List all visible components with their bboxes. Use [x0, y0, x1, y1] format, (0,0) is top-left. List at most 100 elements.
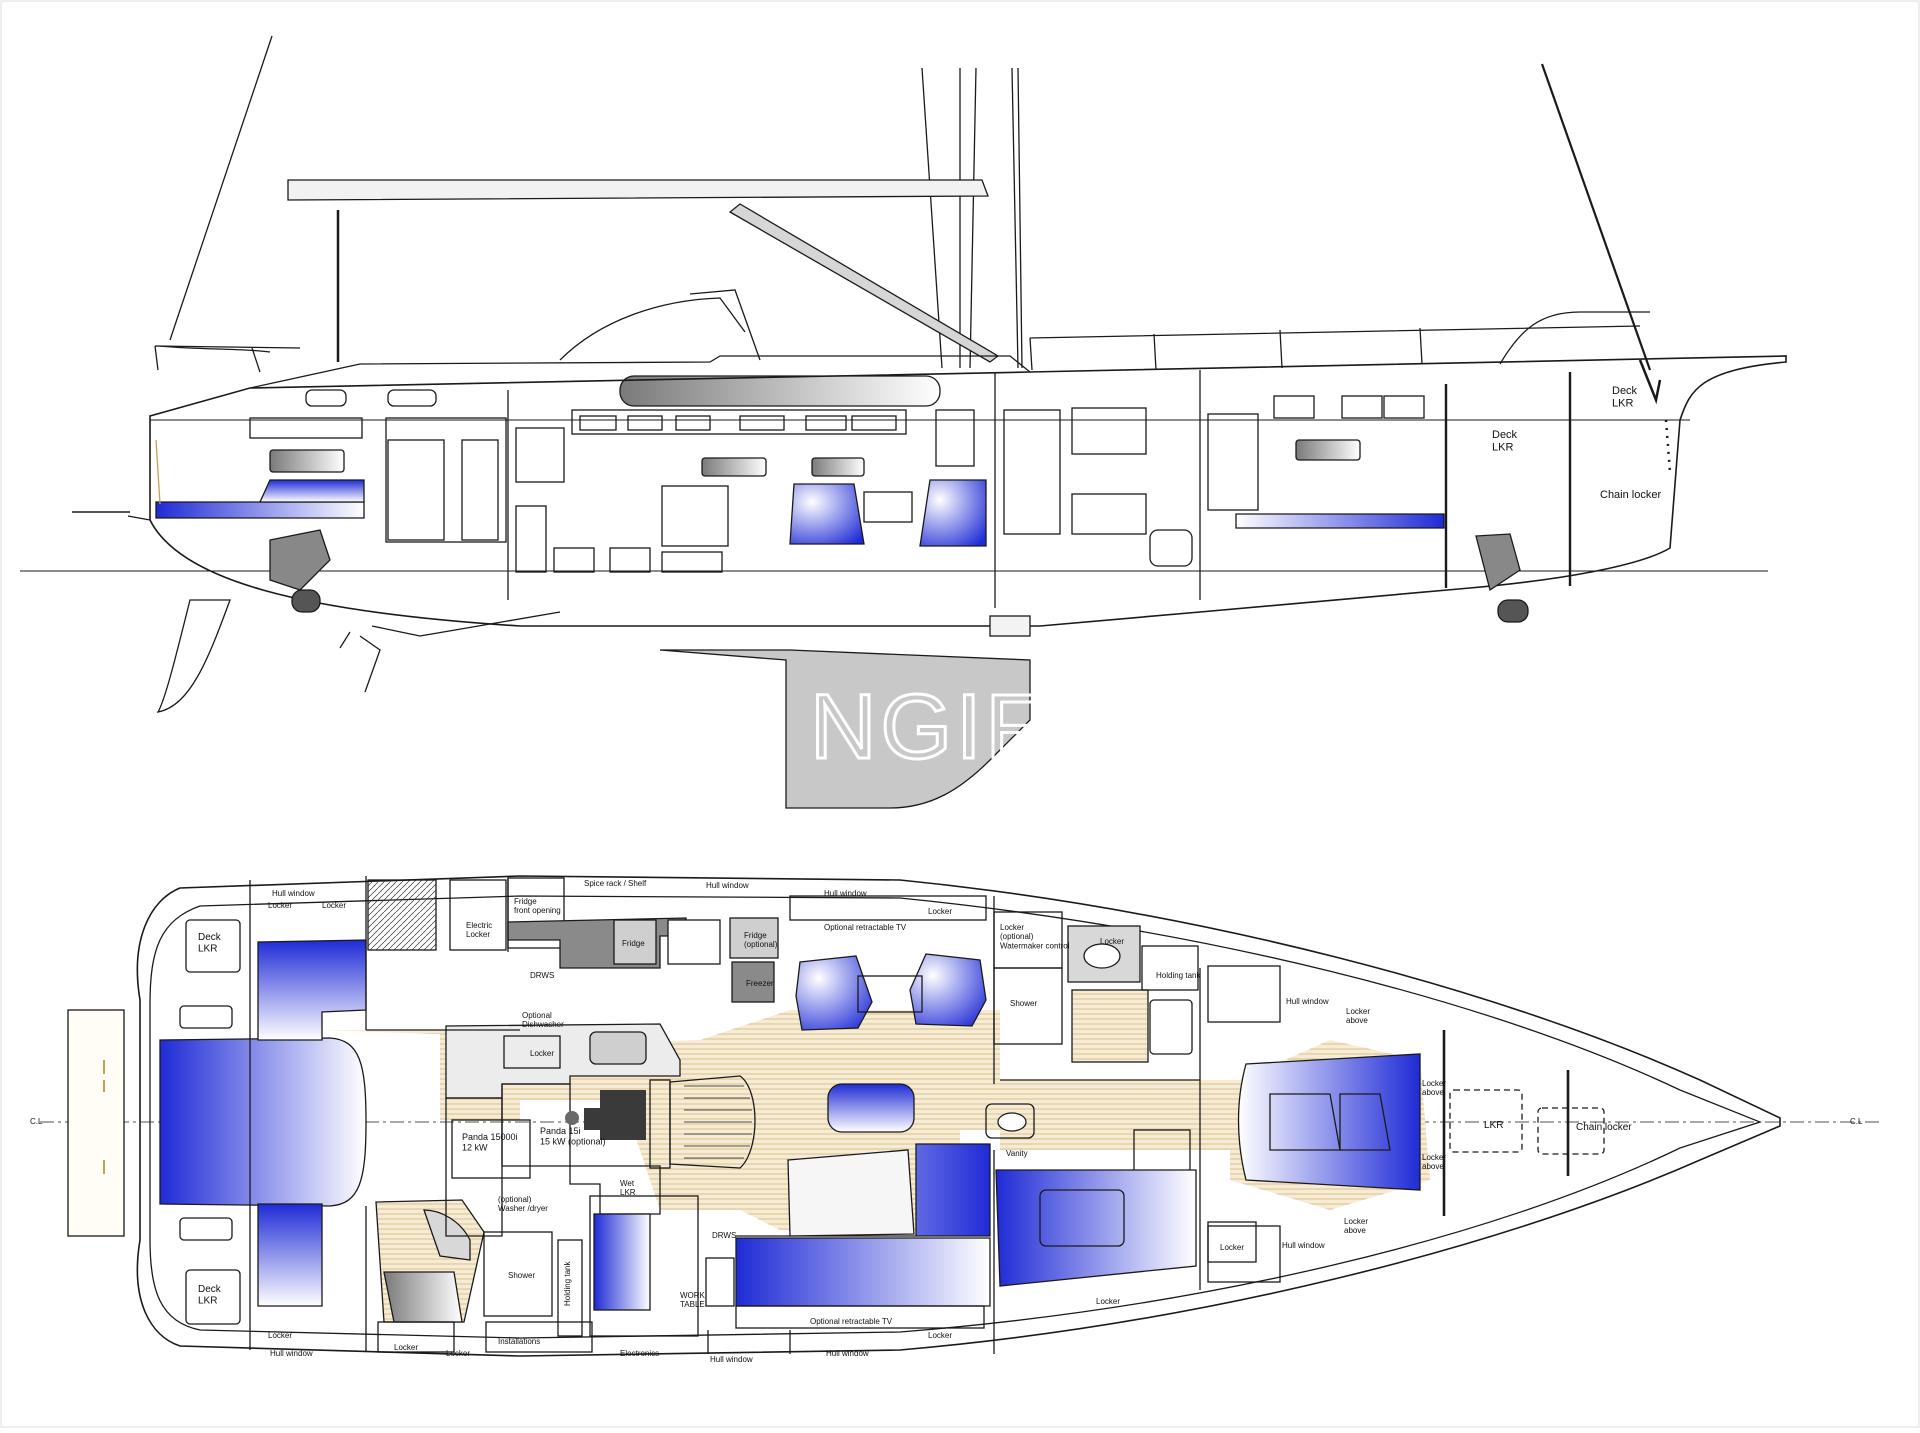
stbd-cabin-berth: [995, 1169, 1197, 1287]
hull-profile: [149, 355, 1787, 627]
lkr-box: [1449, 1089, 1523, 1153]
pushpit: [159, 345, 271, 353]
label-electronics: Electronics: [620, 1349, 659, 1358]
cabin-top: [249, 355, 1031, 389]
label-hull-window-fwd-stbd: Hull window: [1282, 1241, 1325, 1250]
keel: [659, 649, 1031, 809]
salon-settee-stbd: [735, 1237, 991, 1307]
label-hull-window-stbd-fwd: Hull window: [826, 1349, 869, 1358]
label-holding-tank-port: Holding tank: [1156, 971, 1201, 980]
fwd-berth-cushion: [1235, 513, 1445, 529]
label-hull-window-stbd-mid: Hull window: [710, 1355, 753, 1364]
boom: [287, 179, 989, 201]
salon-cushion-fwd: [827, 1083, 915, 1133]
aft-berth-cushion: [155, 501, 365, 519]
salon-chair-2: [919, 479, 987, 547]
label-drws-galley: DRWS: [530, 971, 554, 980]
companionway: [669, 1075, 756, 1169]
aft-settee-port: [257, 939, 367, 1041]
label-locker-head-top: Locker: [1100, 937, 1124, 946]
label-locker-stbd-owner: Locker: [1096, 1297, 1120, 1306]
label-tv-stbd: Optional retractable TV: [810, 1317, 893, 1326]
label-shower-stbd: Shower: [508, 1271, 535, 1280]
label-chain-locker: Chain locker: [1600, 489, 1661, 501]
label-cl-right: C.L: [1850, 1117, 1863, 1126]
label-locker-stbd-aft-2: Locker: [394, 1343, 418, 1352]
dodger-front: [689, 289, 761, 361]
aft-port: [305, 389, 347, 407]
label-drws-salon: DRWS: [712, 1231, 736, 1240]
keel-box: [989, 615, 1031, 637]
label-hull-window-fwd-port: Hull window: [1286, 997, 1329, 1006]
bow-thruster: [1475, 533, 1521, 592]
label-locker-stbd-aft-3: Locker: [446, 1349, 470, 1358]
label-holding-tank-stbd: Holding tank: [563, 1261, 572, 1306]
label-tv-port: Optional retractable TV: [824, 923, 907, 932]
salon-chair-port-1: [795, 955, 873, 1031]
label-fridge: Fridge: [622, 939, 645, 948]
label-vanity: Vanity: [1006, 1149, 1028, 1158]
salon-chair-port-2: [909, 953, 987, 1027]
galley-seat: [593, 1213, 651, 1311]
anchor-roller: [1638, 359, 1662, 405]
plan-view: [40, 875, 1880, 1357]
fwd-berth: [1237, 1053, 1421, 1191]
aft-berth: [159, 1037, 367, 1207]
transom-step: [127, 515, 151, 521]
aft-port-2: [387, 389, 437, 407]
deck-lkr-stbd: [185, 1269, 241, 1325]
label-fridge-optional: Fridge(optional): [744, 931, 778, 949]
rudder: [156, 599, 231, 713]
label-hull-window-aft-stbd: Hull window: [270, 1349, 313, 1358]
label-freezer: Freezer: [746, 979, 774, 988]
dodger: [559, 297, 746, 361]
aft-settee-stbd: [257, 1203, 323, 1307]
label-installations: Installations: [498, 1337, 540, 1346]
salon-chair-1: [789, 483, 865, 545]
label-locker-stbd-fwd: Locker: [1220, 1243, 1244, 1252]
label-locker-galley: Locker: [530, 1049, 554, 1058]
backstay: [169, 35, 273, 341]
label-locker-aft-port-1: Locker: [268, 901, 292, 910]
label-spice-rack: Spice rack / Shelf: [584, 879, 647, 888]
label-hull-window-aft-port: Hull window: [272, 889, 315, 898]
profile-view: [20, 35, 1787, 809]
galley-counter: [507, 917, 687, 969]
label-locker-stbd-aft-1: Locker: [268, 1331, 292, 1340]
generator: [565, 1090, 646, 1140]
deck-lkr-port: [185, 919, 241, 973]
label-locker-head-port: Locker(optional)Watermaker control: [1000, 923, 1070, 950]
label-shower-port: Shower: [1010, 999, 1037, 1008]
pulpit: [1499, 311, 1650, 365]
label-hull-window-port-mid: Hull window: [706, 881, 749, 890]
watermark: NGIF: [810, 676, 1046, 778]
swim-platform-plan: [67, 1009, 125, 1237]
label-lkr-bow: LKR: [1484, 1120, 1503, 1131]
deck-edge: [149, 895, 1762, 1339]
label-locker-aft-port-2: Locker: [322, 901, 346, 910]
vanity: [985, 1103, 1035, 1139]
aft-thruster: [269, 529, 331, 591]
label-hull-window-port-fwd: Hull window: [824, 889, 867, 898]
label-locker-port-salon: Locker: [928, 907, 952, 916]
hull-plan: [136, 875, 1781, 1357]
propshaft: [339, 611, 561, 693]
